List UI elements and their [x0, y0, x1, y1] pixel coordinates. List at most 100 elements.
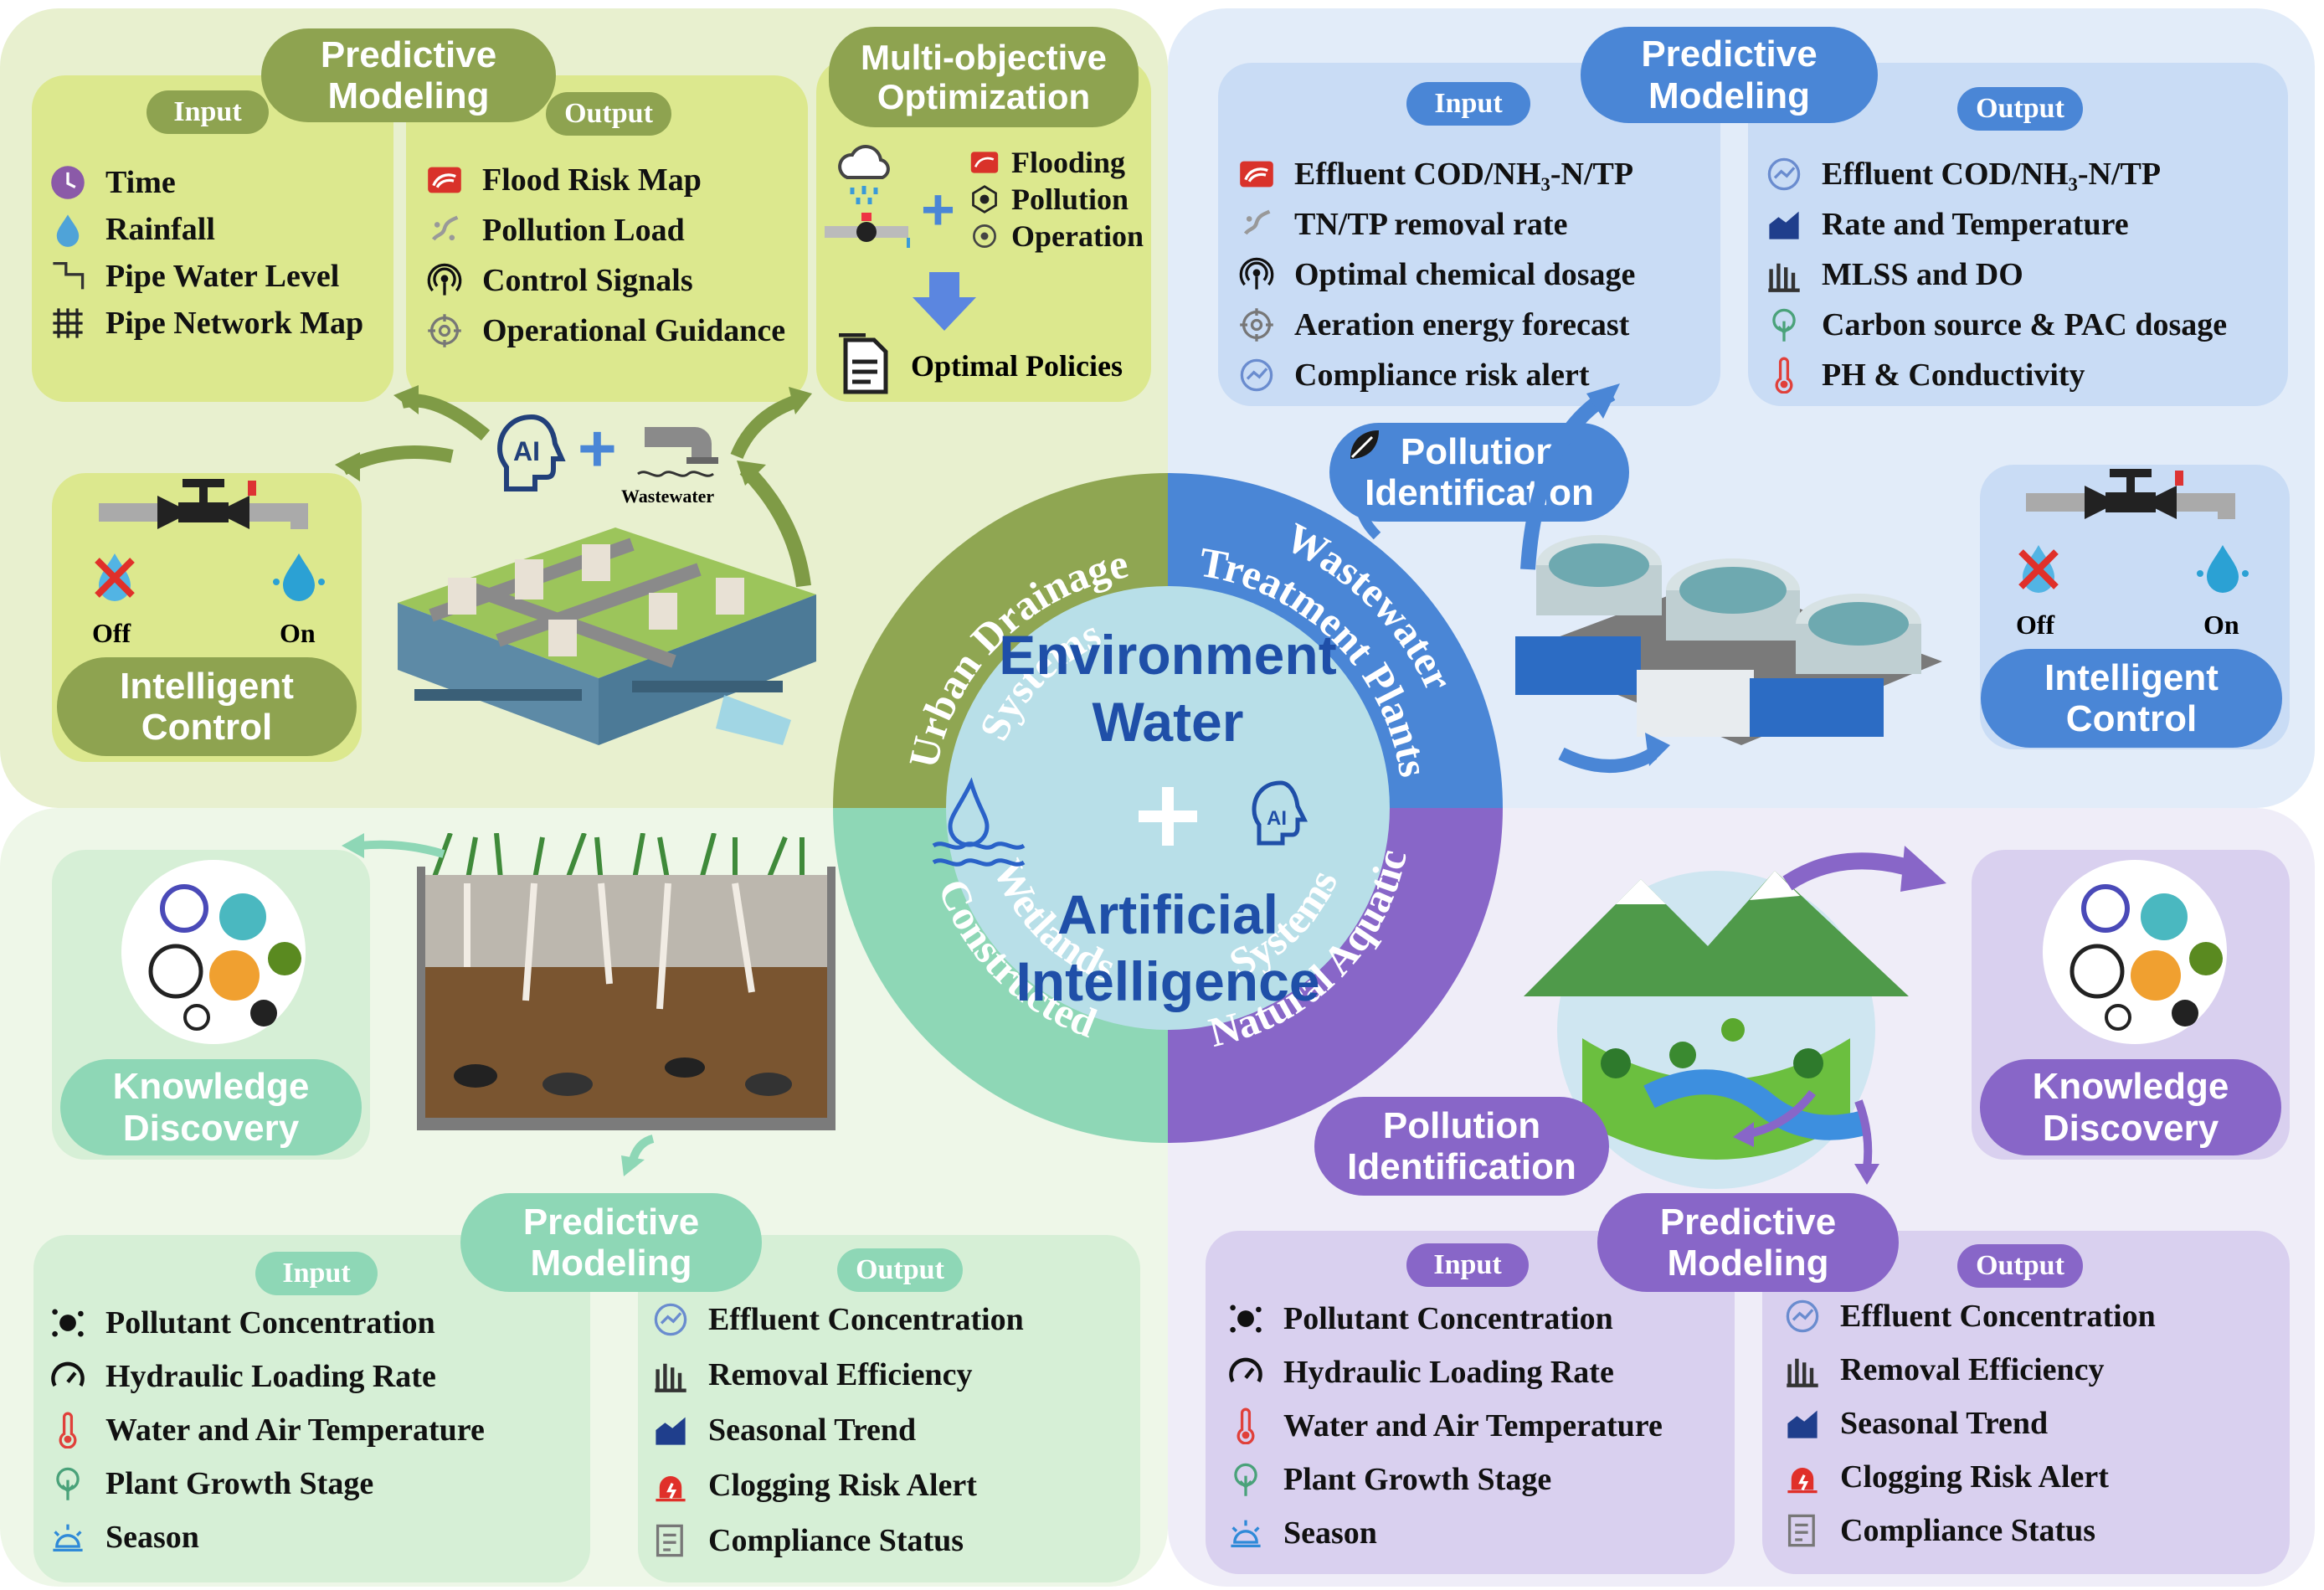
- wetland-output-label: Removal Efficiency: [708, 1357, 973, 1392]
- drop-off-icon: [2009, 540, 2068, 599]
- natural-input-label: Pollutant Concentration: [1283, 1301, 1613, 1336]
- list-item: Effluent Concentration: [651, 1292, 1024, 1347]
- wwtp-output-label: PH & Conductivity: [1822, 358, 2085, 393]
- center-line3: Artificial: [1057, 883, 1278, 945]
- wwtp-output-label: MLSS and DO: [1822, 257, 2023, 292]
- wetland-predictive-title-text: Predictive Modeling: [522, 1201, 700, 1284]
- flooding-icon: [969, 143, 1000, 182]
- wwtp-pollution-id-pill: Pollution Identification: [1329, 423, 1629, 522]
- list-item: Clogging Risk Alert: [651, 1458, 1024, 1513]
- optimal-policies-label: Optimal Policies: [911, 349, 1123, 383]
- pollution-icon: [425, 211, 464, 250]
- wwtp-output-label: Carbon source & PAC dosage: [1822, 307, 2228, 342]
- list-item: Hydraulic Loading Rate: [1226, 1346, 1663, 1399]
- flood-risk-icon: [425, 161, 464, 199]
- urban-output-label: Pollution Load: [482, 213, 685, 248]
- natural-output-tag: Output: [1957, 1244, 2083, 1288]
- urban-input-label: Pipe Water Level: [105, 259, 340, 294]
- urban-input-label: Rainfall: [105, 212, 215, 247]
- wwtp-output-tag: Output: [1957, 87, 2083, 131]
- tree-icon: [1226, 1460, 1265, 1499]
- natural-input-label: Hydraulic Loading Rate: [1283, 1355, 1614, 1390]
- bar-chart-icon: [1783, 1351, 1822, 1389]
- list-item: Seasonal Trend: [1783, 1397, 2156, 1450]
- wwtp-control-title: Intelligent Control: [1981, 649, 2282, 748]
- natural-arrows: [1733, 846, 1946, 1185]
- list-item: TN/TP removal rate: [1237, 199, 1635, 250]
- rain-drop-icon: [49, 210, 87, 249]
- list-item: Compliance Status: [1783, 1504, 2156, 1557]
- natural-pollution-title-text: Pollution Identification: [1347, 1104, 1576, 1187]
- signal-icon: [425, 261, 464, 300]
- tree-icon: [1765, 306, 1803, 344]
- list-item: Effluent Concentration: [1783, 1289, 2156, 1343]
- natural-input-list: Pollutant Concentration Hydraulic Loadin…: [1226, 1292, 1663, 1560]
- ai-center-label: AI: [1267, 807, 1287, 830]
- signal-icon: [1237, 255, 1276, 294]
- molecule-icon: [1226, 1299, 1265, 1338]
- natural-knowledge-title-text: Knowledge Discovery: [2032, 1066, 2229, 1149]
- gauge-icon: [1226, 1353, 1265, 1392]
- list-item: Removal Efficiency: [651, 1347, 1024, 1402]
- microbe-icon: [117, 858, 310, 1047]
- wetland-output-label: Compliance Status: [708, 1523, 964, 1558]
- molecule-icon: [49, 1304, 87, 1342]
- down-arrow-icon: [911, 272, 978, 331]
- list-item: Compliance Status: [651, 1513, 1024, 1568]
- list-item: Effluent COD/NH₃-N/TP: [1237, 149, 1635, 199]
- trend-circle-icon: [1765, 155, 1803, 193]
- wwtp-input-label: TN/TP removal rate: [1294, 207, 1568, 242]
- list-item: Plant Growth Stage: [49, 1457, 485, 1510]
- area-chart-icon: [651, 1411, 690, 1449]
- tree-icon: [49, 1464, 87, 1503]
- moo-item-label: Pollution: [1011, 183, 1129, 216]
- moo-item-label: Operation: [1011, 219, 1144, 253]
- wwtp-output-label: Rate and Temperature: [1822, 207, 2129, 242]
- list-item: Control Signals: [425, 255, 785, 306]
- natural-output-label: Compliance Status: [1840, 1513, 2096, 1548]
- pollution-icon: [1237, 205, 1276, 244]
- list-item: Water and Air Temperature: [49, 1403, 485, 1457]
- wwtp-output-list: Effluent COD/NH₃-N/TP Rate and Temperatu…: [1765, 149, 2227, 400]
- sun-icon: [49, 1518, 87, 1557]
- list-item: Water and Air Temperature: [1226, 1399, 1663, 1453]
- clock-icon: [49, 163, 87, 202]
- urban-moo-title: Multi-objective Optimization: [829, 27, 1139, 127]
- urban-predictive-title: Predictive Modeling: [261, 28, 556, 122]
- urban-control-title-text: Intelligent Control: [120, 665, 294, 748]
- urban-input-label: Time: [105, 165, 176, 200]
- list-item: Compliance risk alert: [1237, 350, 1635, 400]
- valve-icon: [2026, 469, 2236, 536]
- flood-risk-icon: [1237, 155, 1276, 193]
- wwtp-input-tag: Input: [1406, 82, 1530, 126]
- wwtp-predictive-title: Predictive Modeling: [1581, 27, 1878, 123]
- wwtp-input-label: Optimal chemical dosage: [1294, 257, 1636, 292]
- wetland-output-list: Effluent Concentration Removal Efficienc…: [651, 1292, 1024, 1568]
- wetland-input-label: Hydraulic Loading Rate: [105, 1359, 436, 1394]
- pipe-level-icon: [49, 257, 87, 296]
- trend-circle-icon: [651, 1300, 690, 1339]
- arrow-city-up: [739, 463, 811, 588]
- wetland-illustration: [417, 831, 836, 1130]
- bar-chart-icon: [651, 1356, 690, 1394]
- central-wheel: Urban Drainage Systems Wastewater Treatm…: [833, 473, 1503, 1143]
- drop-on-icon: [270, 548, 328, 607]
- natural-input-label: Season: [1283, 1515, 1377, 1551]
- list-item: Removal Efficiency: [1783, 1343, 2156, 1397]
- wetland-output-card: [638, 1235, 1140, 1582]
- natural-knowledge-title: Knowledge Discovery: [1980, 1059, 2281, 1155]
- list-item: Flood Risk Map: [425, 155, 785, 205]
- thermometer-icon: [1226, 1407, 1265, 1445]
- wwtp-output-label: Effluent COD/NH₃-N/TP: [1822, 157, 2162, 192]
- arrow-to-moo: [730, 394, 802, 460]
- microbe-icon: [2039, 858, 2231, 1047]
- center-line4: Intelligence: [1015, 950, 1319, 1012]
- wetland-knowledge-title: Knowledge Discovery: [60, 1059, 362, 1155]
- list-item: Pipe Network Map: [49, 300, 363, 347]
- valve-small-icon: [825, 211, 917, 261]
- urban-arrows: [335, 385, 812, 588]
- drop-off-icon: [85, 548, 144, 607]
- urban-input-tag: Input: [147, 90, 269, 134]
- urban-input-label: Pipe Network Map: [105, 306, 364, 341]
- wetland-input-label: Plant Growth Stage: [105, 1466, 374, 1501]
